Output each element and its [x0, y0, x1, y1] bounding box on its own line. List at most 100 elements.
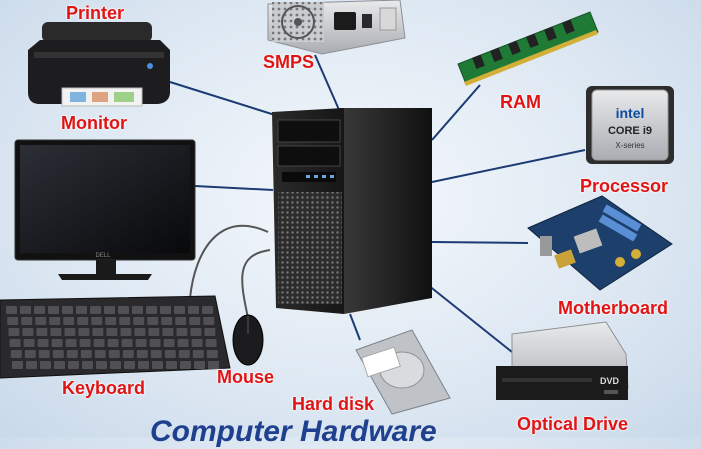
keyboard-key — [121, 339, 133, 347]
label-smps: SMPS — [263, 52, 315, 72]
keyboard-key — [176, 328, 188, 336]
connector-monitor — [194, 185, 274, 191]
keyboard-key — [190, 328, 202, 336]
keyboard-key — [22, 328, 34, 336]
keyboard-key — [63, 317, 75, 325]
keyboard-key — [105, 317, 117, 325]
hard-disk-image — [355, 329, 451, 415]
keyboard-key — [94, 350, 106, 358]
svg-text:DELL: DELL — [95, 253, 111, 259]
printer-image — [28, 22, 170, 107]
keyboard-key — [161, 317, 173, 325]
connector-printer — [169, 81, 276, 116]
keyboard-key — [133, 317, 145, 325]
keyboard-key — [40, 361, 51, 369]
dvd-logo-text: DVD — [600, 376, 620, 386]
connector-hard-disk — [349, 313, 361, 341]
optical-drive-image: DVD — [496, 321, 629, 400]
keyboard-key — [206, 350, 218, 358]
keyboard-key — [96, 361, 107, 369]
motherboard-image — [527, 195, 673, 291]
keyboard-key — [104, 306, 115, 314]
connector-ram — [431, 84, 481, 141]
keyboard-key — [146, 306, 157, 314]
keyboard-key — [160, 306, 171, 314]
keyboard-key — [26, 361, 37, 369]
keyboard-key — [107, 339, 119, 347]
cpu-series-text: X-series — [615, 141, 644, 150]
keyboard-key — [68, 361, 79, 369]
keyboard-key — [9, 339, 21, 347]
keyboard-key — [6, 306, 17, 314]
mouse-cable — [241, 249, 271, 319]
keyboard-key — [93, 339, 105, 347]
tower-case-image — [272, 108, 432, 314]
keyboard-key — [136, 350, 148, 358]
keyboard-key — [208, 361, 219, 369]
keyboard-key — [64, 328, 76, 336]
keyboard-key — [21, 317, 33, 325]
label-processor: Processor — [580, 176, 669, 196]
keyboard-key — [178, 350, 190, 358]
keyboard-key — [34, 306, 45, 314]
processor-image: intel CORE i9 X-series — [586, 86, 674, 164]
label-monitor: Monitor — [61, 113, 127, 133]
connector-motherboard — [431, 241, 529, 244]
monitor-image: DELL — [14, 139, 196, 280]
keyboard-key — [62, 306, 73, 314]
peripheral-cables — [189, 225, 271, 319]
cpu-line-text: CORE i9 — [608, 125, 652, 137]
keyboard-key — [35, 317, 47, 325]
smps-image — [267, 0, 406, 55]
keyboard-key — [91, 317, 103, 325]
hardware-diagram: DELL intel CORE i9 X-series — [0, 0, 674, 415]
label-motherboard: Motherboard — [558, 298, 668, 318]
keyboard-key — [66, 350, 78, 358]
keyboard-key — [110, 361, 121, 369]
label-optical-drive: Optical Drive — [517, 414, 629, 434]
keyboard-key — [204, 328, 216, 336]
keyboard-key — [164, 350, 176, 358]
keyboard-key — [180, 361, 191, 369]
cpu-brand-text: intel — [616, 105, 645, 121]
keyboard-key — [122, 350, 134, 358]
keyboard-key — [202, 306, 213, 314]
keyboard-key — [175, 317, 187, 325]
keyboard-key — [118, 306, 129, 314]
label-mouse: Mouse — [217, 367, 275, 387]
keyboard-key — [191, 339, 203, 347]
keyboard-key — [8, 328, 20, 336]
keyboard-key — [205, 339, 217, 347]
keyboard-key — [51, 339, 63, 347]
keyboard-key — [152, 361, 163, 369]
keyboard-key — [92, 328, 104, 336]
keyboard-key — [147, 317, 159, 325]
keyboard-key — [148, 328, 160, 336]
diagram-title: Computer Hardware — [150, 415, 437, 448]
keyboard-key — [79, 339, 91, 347]
keyboard-key — [162, 328, 174, 336]
label-hard-disk: Hard disk — [292, 394, 375, 414]
keyboard-cable — [189, 225, 269, 299]
keyboard-key — [37, 339, 49, 347]
keyboard-key — [54, 361, 65, 369]
label-keyboard: Keyboard — [62, 378, 146, 398]
keyboard-key — [20, 306, 31, 314]
keyboard-key — [38, 350, 50, 358]
keyboard-key — [150, 350, 162, 358]
keyboard-key — [119, 317, 131, 325]
keyboard-key — [77, 317, 89, 325]
keyboard-key — [174, 306, 185, 314]
keyboard-key — [78, 328, 90, 336]
keyboard-key — [194, 361, 205, 369]
keyboard-key — [50, 328, 62, 336]
keyboard-image — [0, 295, 231, 379]
keyboard-key — [24, 350, 36, 358]
keyboard-key — [7, 317, 19, 325]
keyboard-key — [132, 306, 143, 314]
keyboard-key — [135, 339, 147, 347]
keyboard-key — [188, 306, 199, 314]
keyboard-key — [65, 339, 77, 347]
keyboard-key — [36, 328, 48, 336]
keyboard-key — [177, 339, 189, 347]
